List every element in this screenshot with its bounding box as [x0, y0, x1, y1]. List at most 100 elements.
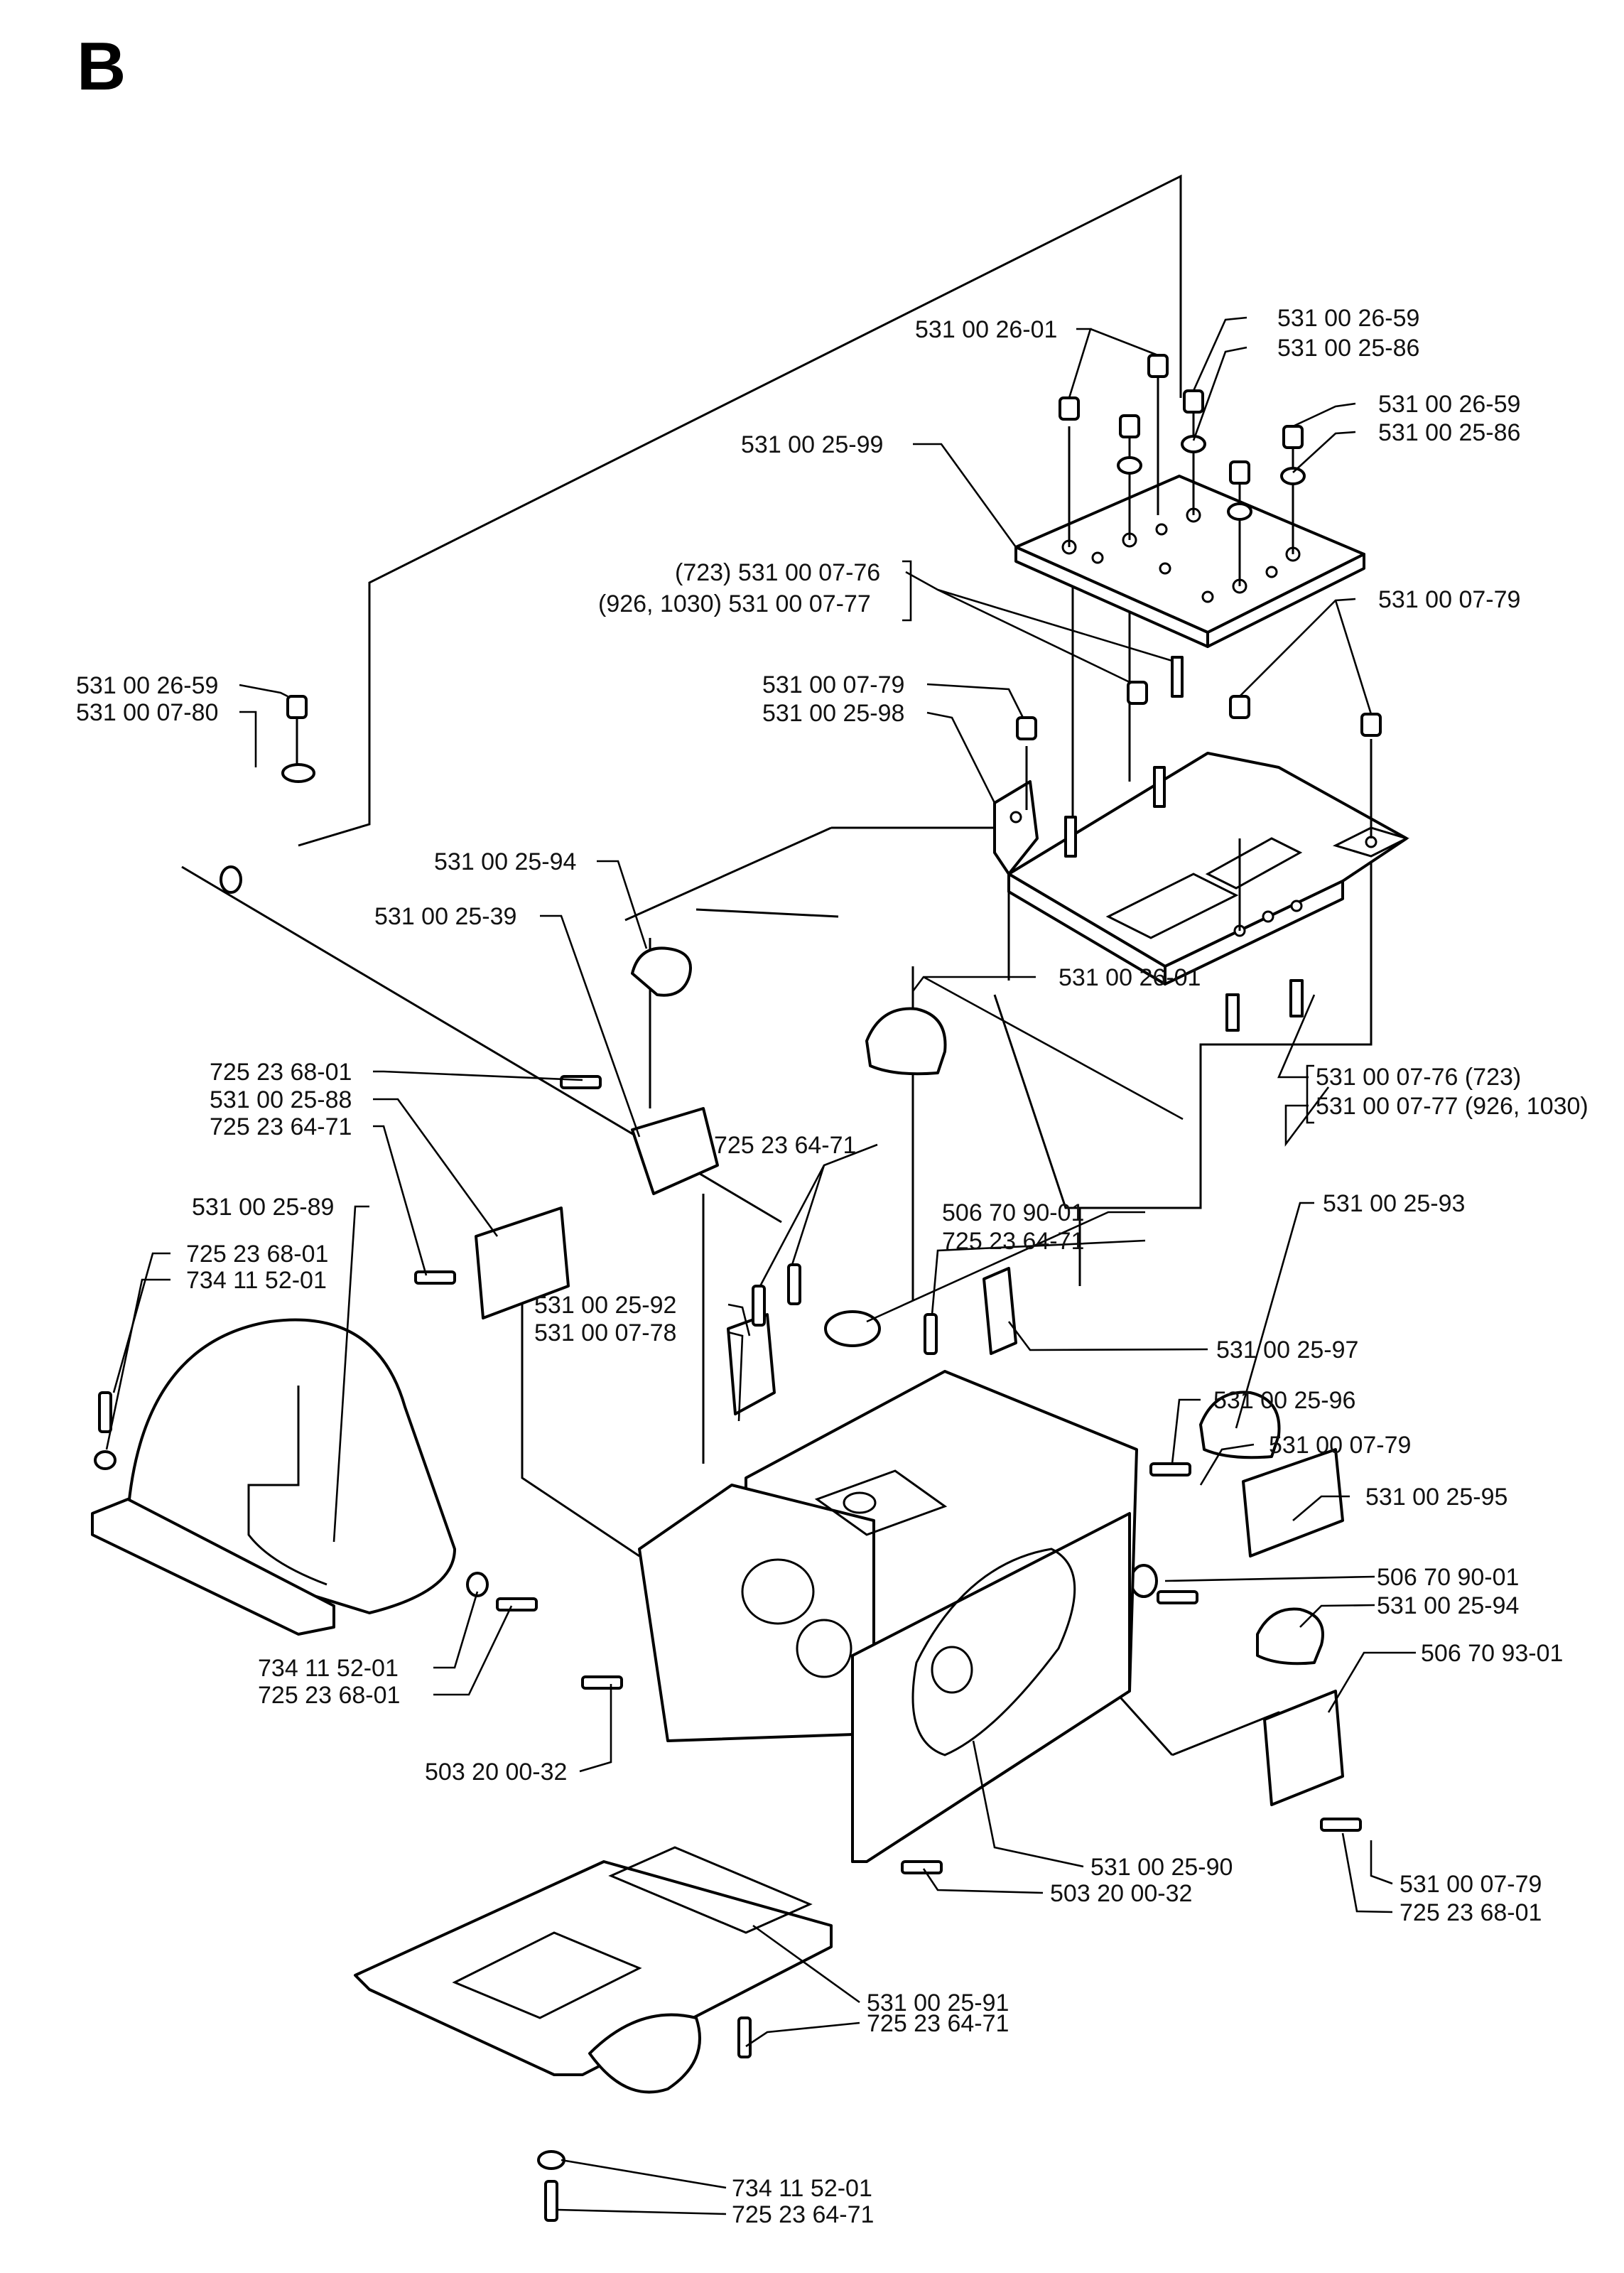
callout-label: 725 23 64-71 — [867, 2010, 1009, 2037]
lock-washer-icon — [1280, 467, 1306, 485]
part-number-callouts: 531 00 26-01 531 00 26-59 531 00 25-86 5… — [76, 305, 1588, 2228]
hex-nut-icon — [1360, 713, 1382, 737]
screw-icon — [752, 1285, 766, 1327]
callout-label: 531 00 26-01 — [915, 316, 1057, 343]
callout-label: 725 23 68-01 — [1400, 1899, 1542, 1926]
callout-label: 531 00 25-95 — [1365, 1484, 1507, 1511]
callout-label: (723) 531 00 07-76 — [675, 559, 880, 586]
callout-label: 531 00 25-94 — [1377, 1592, 1519, 1619]
callout-label: 531 00 07-78 — [534, 1319, 676, 1346]
callout-label: 506 70 90-01 — [942, 1199, 1084, 1226]
screw-icon — [1064, 816, 1077, 858]
lock-washer-icon — [1181, 435, 1206, 453]
callout-label: 725 23 64-71 — [714, 1132, 856, 1159]
screw-icon — [414, 1270, 456, 1285]
washer-icon — [537, 2150, 565, 2170]
callout-label: 725 23 68-01 — [186, 1241, 328, 1268]
mount-rubber-93 — [1199, 1391, 1281, 1459]
screw-icon — [924, 1313, 938, 1355]
bracket-92 — [727, 1313, 776, 1415]
washer-icon — [94, 1450, 117, 1470]
lock-washer-icon — [1117, 456, 1142, 475]
hex-nut-icon — [1282, 425, 1304, 449]
top-studs — [1068, 369, 1294, 586]
screw-icon — [496, 1597, 538, 1611]
callout-label: 531 00 25-93 — [1323, 1190, 1465, 1217]
screw-icon — [1171, 656, 1184, 698]
callout-label: 531 00 25-98 — [762, 700, 904, 727]
callout-label: 506 70 93-01 — [1421, 1640, 1563, 1667]
hex-nut-icon — [1229, 460, 1250, 485]
crankcase-housing — [638, 1370, 1138, 1863]
callout-label: 531 00 26-01 — [1059, 964, 1201, 991]
washer-icon — [466, 1572, 489, 1597]
callout-label: 725 23 68-01 — [258, 1682, 400, 1709]
top-mount-plate — [1014, 475, 1365, 648]
callout-label: 531 00 25-97 — [1216, 1337, 1358, 1364]
callout-label: 531 00 25-88 — [210, 1086, 352, 1113]
screw-icon — [1157, 1590, 1198, 1604]
callout-label: 531 00 25-86 — [1277, 335, 1419, 362]
washer-icon — [281, 763, 315, 783]
callout-label: 725 23 64-71 — [942, 1228, 1084, 1255]
callout-label: 734 11 52-01 — [186, 1267, 327, 1294]
callout-label: 734 11 52-01 — [732, 2175, 872, 2202]
lock-washer-icon — [1227, 502, 1252, 521]
callout-label: 531 00 26-59 — [1277, 305, 1419, 332]
hex-nut-icon — [1016, 716, 1037, 740]
screw-icon — [1149, 1462, 1191, 1476]
callout-label: 725 23 64-71 — [732, 2201, 874, 2228]
leader-lines — [105, 316, 1416, 2215]
hex-nut-icon — [1183, 389, 1204, 414]
vibration-mounts — [631, 946, 1324, 1665]
hex-nut-icon — [1147, 354, 1169, 378]
screw-icon — [560, 1075, 602, 1089]
bottom-skid-plate — [354, 1846, 833, 2094]
callout-label: 531 00 25-39 — [374, 903, 516, 930]
hex-nut-icon — [1229, 695, 1250, 719]
callout-label: 503 20 00-32 — [425, 1759, 567, 1786]
bracket-93-01 — [1263, 1690, 1344, 1806]
section-letter: B — [77, 28, 126, 104]
mount-rubber-94 — [631, 946, 692, 997]
callout-label: 531 00 07-80 — [76, 699, 218, 726]
callout-label: 506 70 90-01 — [1377, 1564, 1519, 1591]
screw-icon — [737, 2016, 752, 2058]
callout-label: (926, 1030) 531 00 07-77 — [598, 590, 871, 617]
callout-label: 531 00 07-79 — [1400, 1871, 1542, 1898]
screw-icon — [581, 1675, 623, 1690]
callout-label: 531 00 26-59 — [1378, 391, 1520, 418]
callout-label: 531 00 25-96 — [1213, 1387, 1355, 1414]
callout-label: 531 00 25-86 — [1378, 419, 1520, 446]
screw-icon — [98, 1391, 112, 1433]
callout-label: 531 00 07-77 (926, 1030) — [1316, 1093, 1588, 1120]
hex-nut-icon — [1059, 396, 1080, 421]
bracket-97 — [982, 1267, 1017, 1355]
callout-label: 531 00 25-91 — [867, 1989, 1009, 2016]
screw-icon — [1289, 979, 1304, 1017]
hex-nut-icon — [1119, 414, 1140, 438]
callout-label: 725 23 68-01 — [210, 1059, 352, 1086]
plug-cap-icon — [824, 1310, 881, 1347]
middle-nuts-screws — [1016, 656, 1382, 1032]
screw-icon — [787, 1263, 801, 1305]
mount-rubber-lower — [1256, 1607, 1324, 1665]
callout-label: 531 00 25-89 — [192, 1194, 334, 1221]
screw-icon — [1153, 766, 1166, 808]
plug-icon — [1130, 1564, 1158, 1598]
hex-nut-icon — [286, 695, 308, 719]
bracket-88 — [475, 1206, 570, 1319]
middle-mount-plate — [993, 752, 1410, 986]
callout-label: 531 00 07-79 — [1378, 586, 1520, 613]
callout-label: 503 20 00-32 — [1050, 1880, 1192, 1907]
mount-rubber-upper — [865, 1007, 947, 1076]
bracket-39 — [631, 1107, 719, 1195]
callout-label: 734 11 52-01 — [258, 1655, 399, 1682]
plugs — [824, 1310, 1158, 1598]
screw-icon — [901, 1860, 943, 1874]
callout-label: 531 00 07-79 — [762, 671, 904, 698]
bracket-95 — [1242, 1448, 1344, 1557]
chain-guard-cover — [91, 1318, 456, 1636]
callout-label: 725 23 64-71 — [210, 1113, 352, 1140]
